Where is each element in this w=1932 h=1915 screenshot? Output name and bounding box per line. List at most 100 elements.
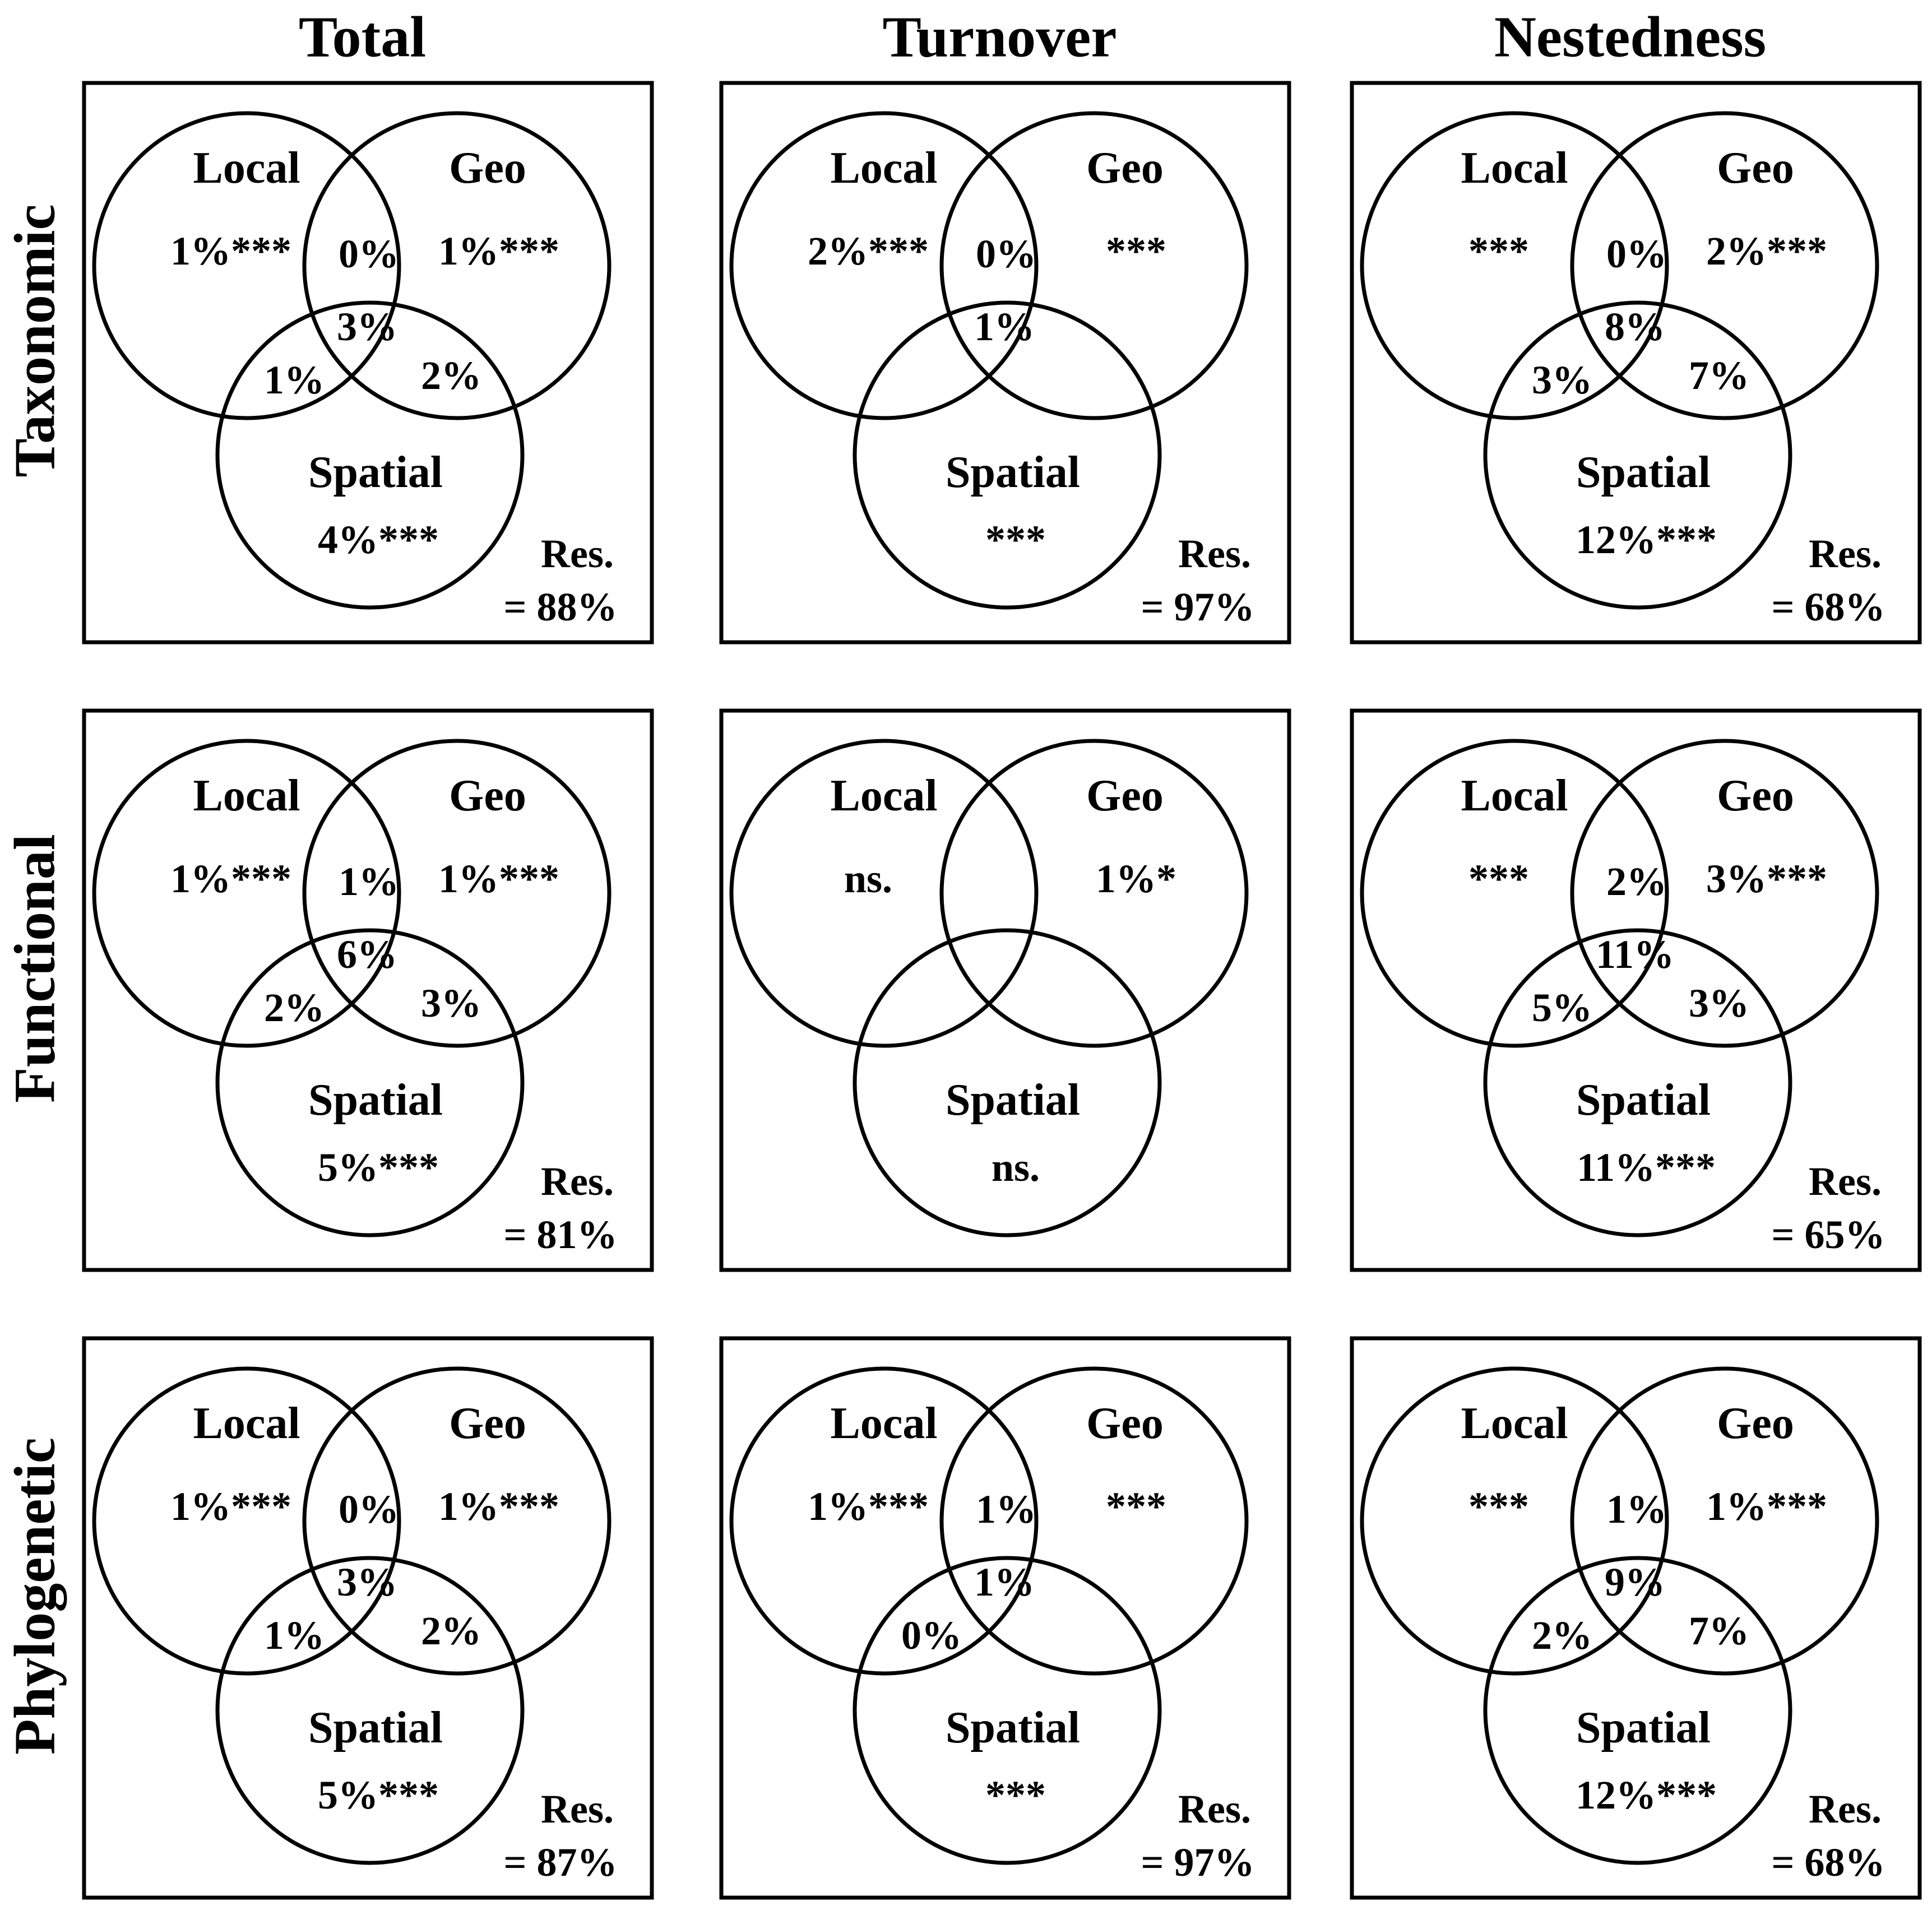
- panel-frame: [1350, 708, 1922, 1272]
- geo-only-value: 1%***: [438, 856, 559, 901]
- spatial-circle: [853, 928, 1162, 1237]
- spatial-only-value: ***: [985, 1773, 1046, 1817]
- local-circle: [1360, 739, 1669, 1048]
- residual-value: = 68%: [1771, 585, 1885, 629]
- spatial-only-value: 4%***: [318, 517, 439, 562]
- local-label: Local: [830, 143, 937, 193]
- panel-frame: [1350, 1336, 1922, 1900]
- local-only-value: ***: [1468, 1484, 1529, 1529]
- spatial-only-value: 5%***: [318, 1145, 439, 1190]
- all-three-value: 3%: [337, 1560, 397, 1605]
- local-only-value: ns.: [844, 856, 892, 901]
- geo-circle: [939, 1366, 1249, 1676]
- geo-label: Geo: [1086, 1399, 1164, 1448]
- residual-value: = 87%: [503, 1840, 617, 1885]
- geo-only-value: 2%***: [1706, 229, 1827, 273]
- local-spatial-value: 2%: [264, 985, 325, 1030]
- local-label: Local: [193, 143, 300, 193]
- residual-value: = 97%: [1141, 1840, 1254, 1885]
- spatial-label: Spatial: [946, 448, 1080, 497]
- column-heading-nestedness: Nestedness: [1494, 5, 1766, 69]
- residual-label: Res.: [541, 1159, 614, 1204]
- geo-label: Geo: [1086, 771, 1164, 820]
- all-three-value: 11%: [1596, 932, 1674, 977]
- row-heading-functional: Functional: [3, 834, 67, 1103]
- geo-circle: [302, 739, 611, 1048]
- all-three-value: 3%: [337, 304, 397, 349]
- residual-label: Res.: [1809, 1787, 1882, 1831]
- residual-label: Res.: [1178, 1787, 1251, 1831]
- local-label: Local: [193, 1399, 300, 1448]
- local-label: Local: [830, 1399, 937, 1448]
- residual-label: Res.: [1178, 531, 1251, 576]
- local-geo-value: 1%: [976, 1487, 1036, 1532]
- local-spatial-value: 5%: [1532, 985, 1592, 1030]
- local-circle: [729, 111, 1039, 420]
- all-three-value: 1%: [974, 304, 1035, 349]
- column-heading-total: Total: [299, 5, 426, 69]
- geo-circle: [302, 1366, 611, 1676]
- local-geo-value: 1%: [339, 859, 399, 904]
- all-three-value: 1%: [974, 1560, 1035, 1605]
- spatial-only-value: 5%***: [318, 1773, 439, 1817]
- residual-label: Res.: [1809, 1159, 1882, 1204]
- geo-circle: [1570, 739, 1879, 1048]
- local-label: Local: [193, 771, 300, 820]
- residual-value: = 97%: [1141, 585, 1254, 629]
- spatial-label: Spatial: [1576, 448, 1711, 497]
- local-circle: [92, 739, 401, 1048]
- geo-circle: [1570, 111, 1879, 420]
- geo-only-value: 1%*: [1096, 856, 1176, 901]
- local-spatial-value: 3%: [1532, 358, 1592, 402]
- all-three-value: 6%: [337, 932, 397, 977]
- geo-label: Geo: [449, 143, 526, 193]
- geo-circle: [302, 111, 611, 420]
- local-only-value: ***: [1468, 856, 1529, 901]
- geo-only-value: 1%***: [438, 1484, 559, 1529]
- geo-circle: [1570, 1366, 1879, 1676]
- local-spatial-value: 1%: [264, 358, 325, 402]
- local-label: Local: [1461, 771, 1568, 820]
- all-three-value: 8%: [1605, 304, 1665, 349]
- panel-frame: [82, 1336, 654, 1900]
- geo-spatial-value: 2%: [421, 353, 481, 398]
- residual-label: Res.: [1809, 531, 1882, 576]
- row-heading-phylogenetic: Phylogenetic: [3, 1438, 67, 1755]
- spatial-only-value: 12%***: [1576, 517, 1717, 562]
- local-circle: [1360, 1366, 1669, 1676]
- local-geo-value: 0%: [976, 231, 1036, 276]
- geo-spatial-value: 7%: [1689, 1608, 1749, 1653]
- local-spatial-value: 0%: [901, 1613, 962, 1658]
- spatial-only-value: 11%***: [1577, 1145, 1716, 1190]
- spatial-circle: [1483, 300, 1792, 610]
- residual-value: = 88%: [503, 585, 617, 629]
- local-circle: [729, 739, 1039, 1048]
- geo-label: Geo: [449, 1399, 526, 1448]
- local-circle: [729, 1366, 1039, 1676]
- spatial-circle: [853, 300, 1162, 610]
- panel-frame: [1350, 81, 1922, 644]
- panel-frame: [82, 708, 654, 1272]
- spatial-circle: [215, 300, 525, 610]
- local-circle: [92, 1366, 401, 1676]
- row-heading-taxonomic: Taxonomic: [3, 204, 67, 477]
- geo-only-value: ***: [1106, 1484, 1166, 1529]
- local-only-value: ***: [1468, 229, 1529, 273]
- geo-spatial-value: 3%: [421, 981, 481, 1026]
- local-spatial-value: 1%: [264, 1613, 325, 1658]
- spatial-label: Spatial: [308, 1703, 443, 1752]
- local-geo-value: 0%: [339, 231, 399, 276]
- geo-only-value: 3%***: [1706, 856, 1827, 901]
- spatial-label: Spatial: [308, 1075, 443, 1125]
- geo-circle: [939, 739, 1249, 1048]
- spatial-label: Spatial: [946, 1075, 1080, 1125]
- geo-spatial-value: 7%: [1689, 353, 1749, 398]
- local-only-value: 2%***: [808, 229, 929, 273]
- spatial-label: Spatial: [1576, 1075, 1711, 1125]
- geo-spatial-value: 3%: [1689, 981, 1749, 1026]
